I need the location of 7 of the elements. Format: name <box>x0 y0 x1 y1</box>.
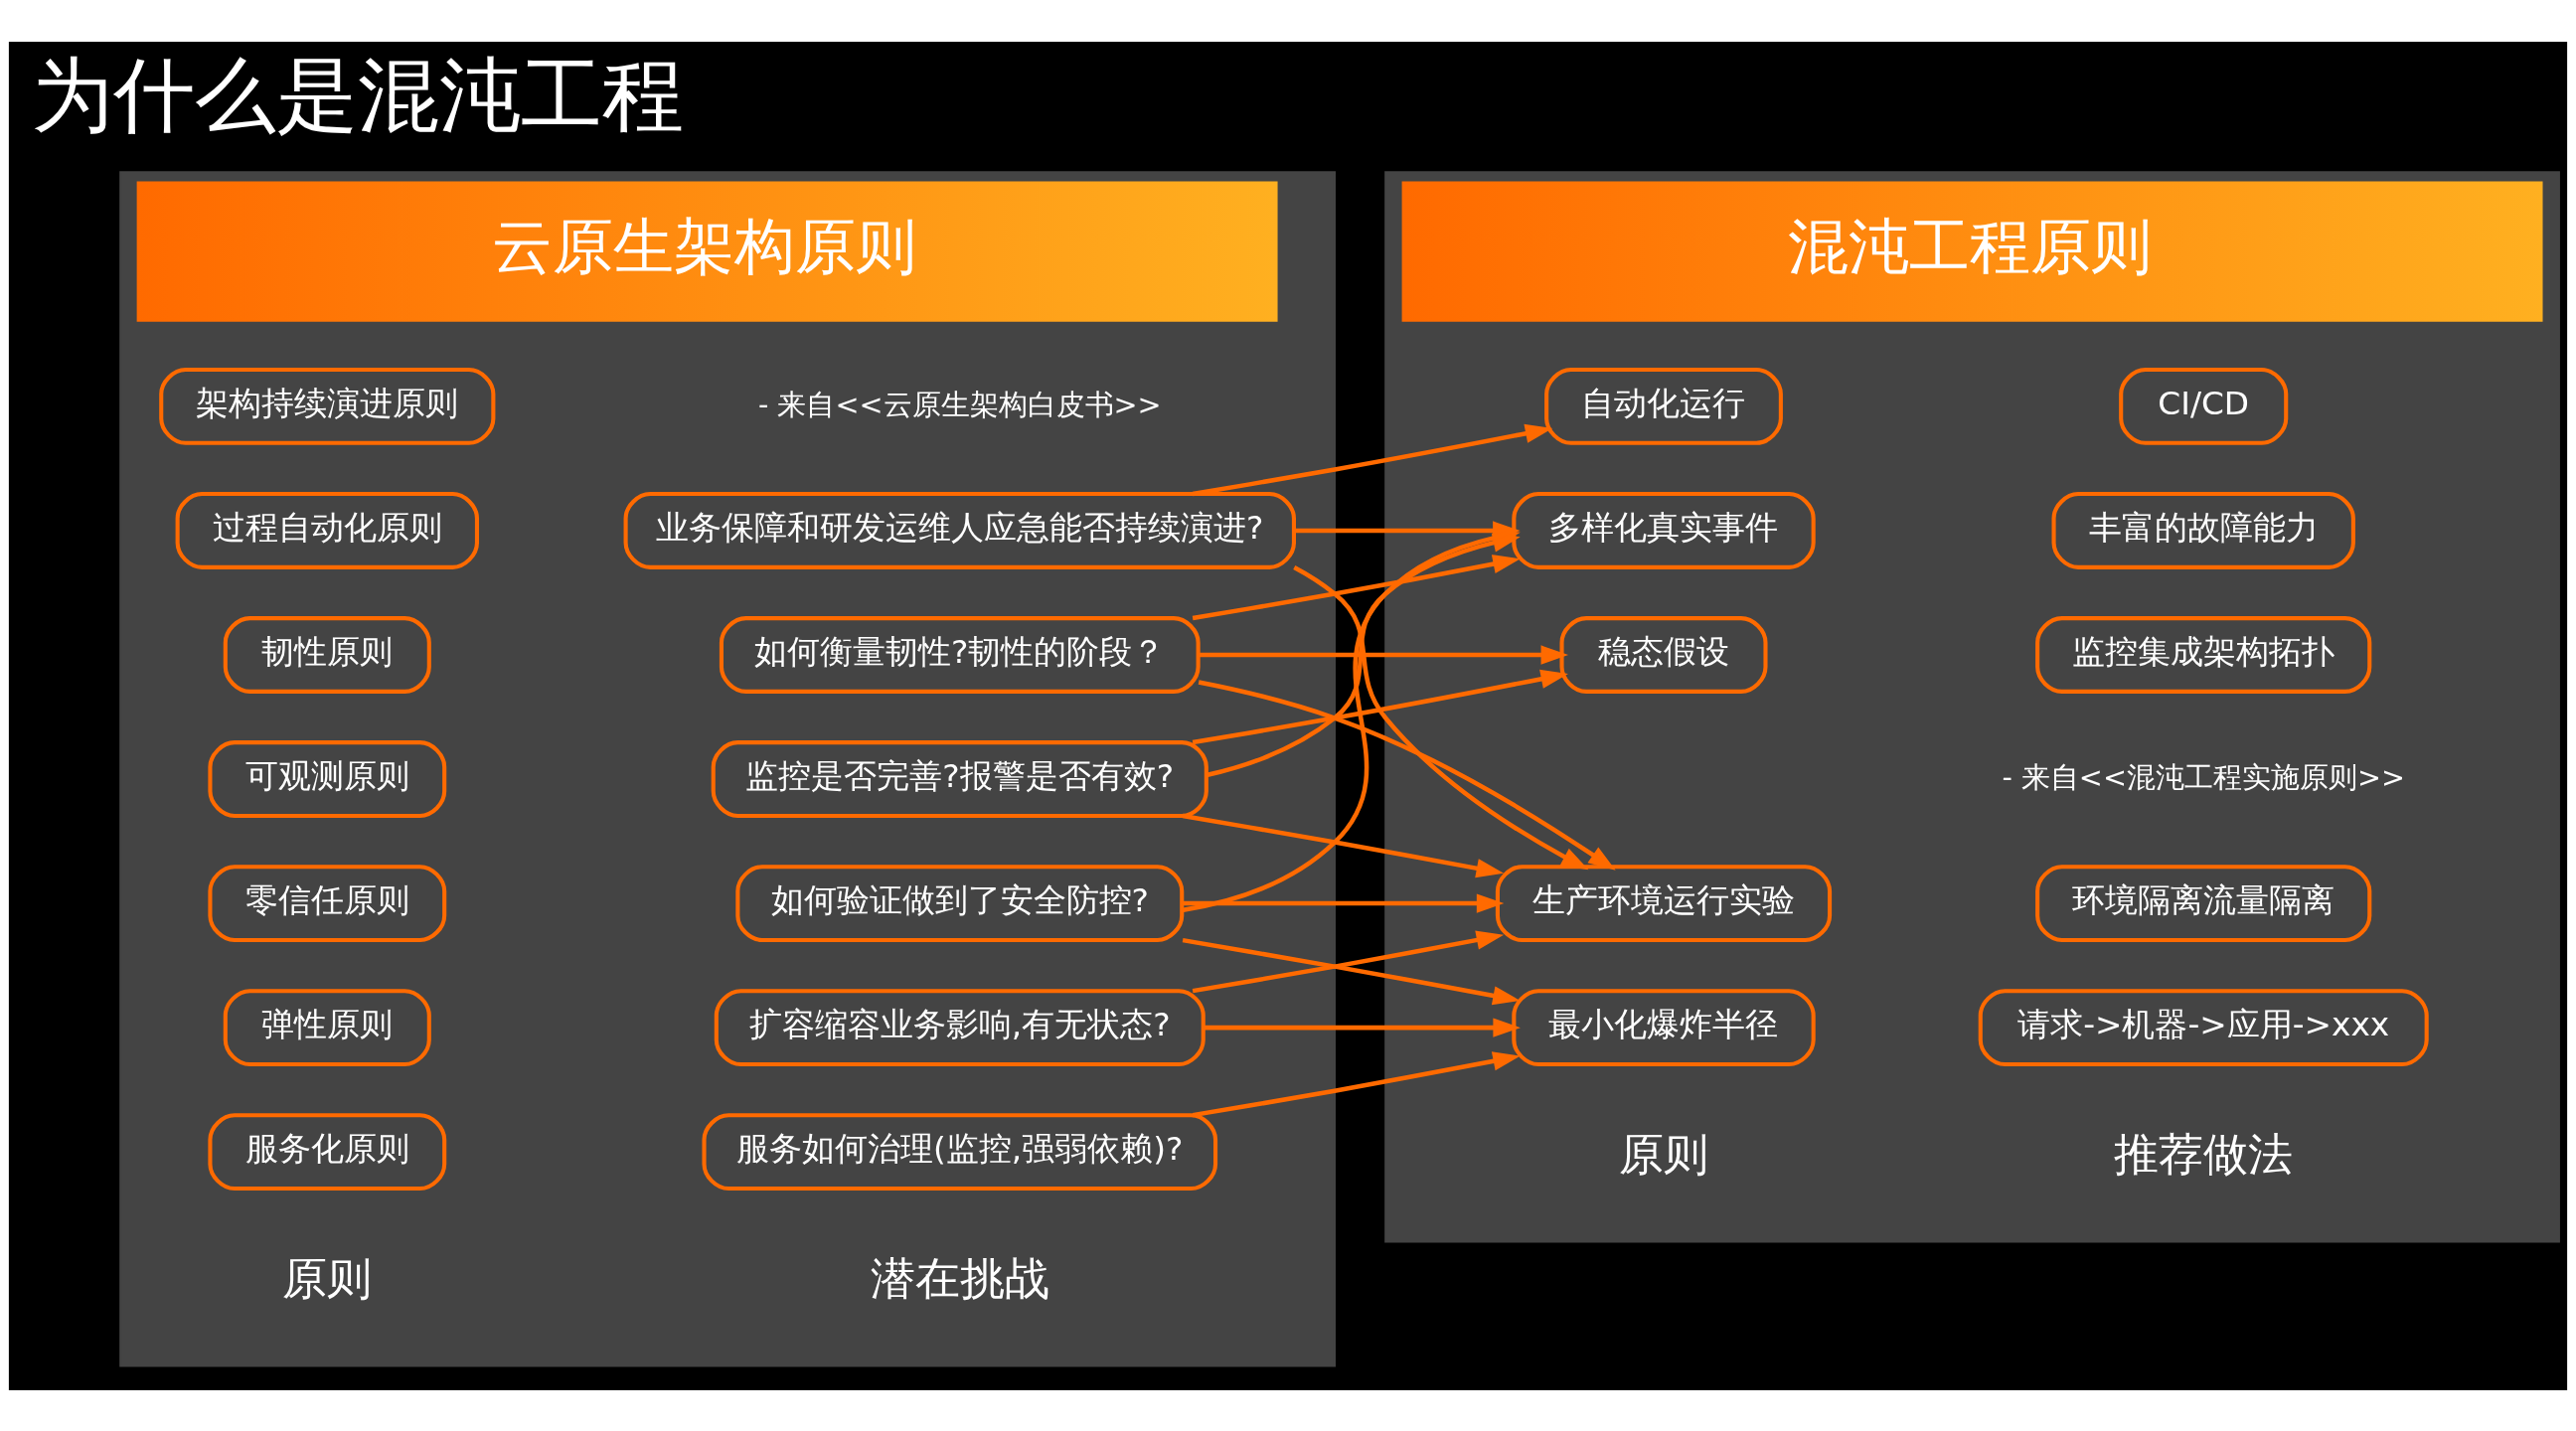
label: 推荐做法 <box>2114 1127 2294 1181</box>
label: 潜在挑战 <box>870 1251 1049 1305</box>
label: 原则 <box>1619 1127 1708 1181</box>
label: 原则 <box>282 1251 373 1305</box>
node-label: - 来自<<云原生架构白皮书>> <box>757 387 1162 421</box>
diagram-title: 为什么是混沌工程 <box>32 47 685 142</box>
node-label: - 来自<<混沌工程实施原则>> <box>2002 759 2406 794</box>
